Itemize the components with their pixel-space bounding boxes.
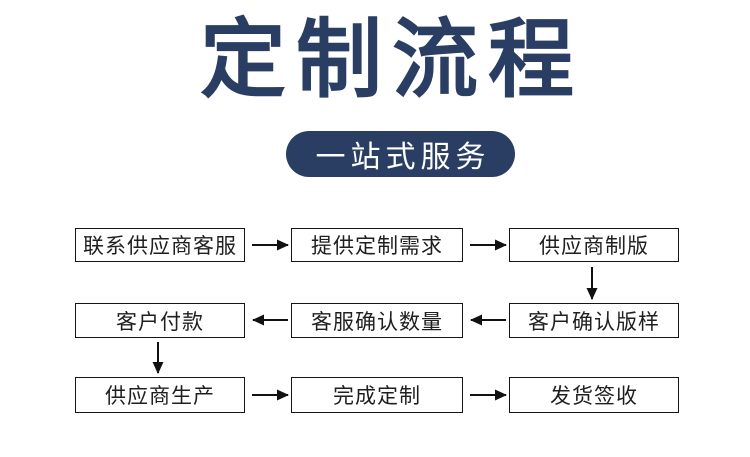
flow-step-provide-custom-requirements: 提供定制需求 [291,228,463,262]
page-title: 定制流程 [200,12,584,108]
flow-step-customer-confirm-proof: 客户确认版样 [509,303,679,338]
flow-step-supplier-production: 供应商生产 [75,377,245,413]
flow-step-complete-customization: 完成定制 [291,377,463,413]
flow-step-contact-supplier-service: 联系供应商客服 [75,228,245,262]
subtitle-banner: 一站式服务 [286,131,515,177]
flow-step-delivery-sign-off: 发货签收 [509,377,679,413]
subtitle-text: 一站式服务 [315,141,491,174]
flow-step-service-confirm-quantity: 客服确认数量 [291,303,463,338]
flow-step-customer-payment: 客户付款 [75,303,245,338]
flow-step-supplier-plate-making: 供应商制版 [509,228,679,262]
